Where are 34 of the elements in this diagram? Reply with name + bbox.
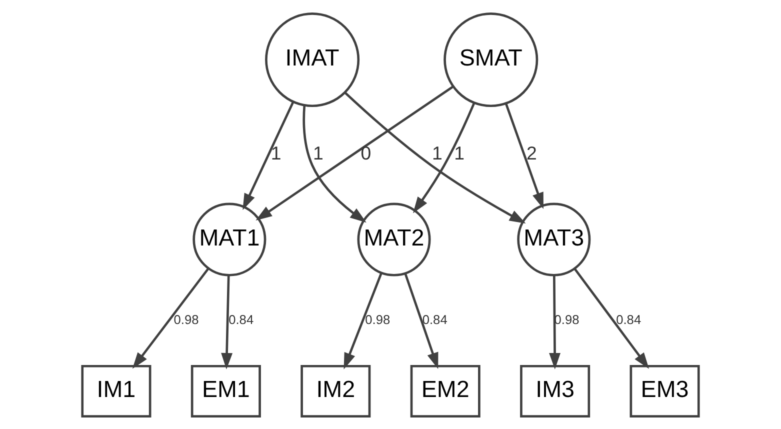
node-box: IM1 [81, 364, 152, 417]
node-circle: IMAT [265, 12, 360, 107]
arrow [256, 85, 454, 220]
node-box: IM2 [300, 364, 371, 417]
edge-label: 1 [454, 142, 465, 163]
edge-label: 0.84 [616, 311, 642, 326]
arrow [413, 102, 476, 213]
edge-label: 1 [432, 142, 442, 163]
node-circle: MAT3 [517, 202, 591, 276]
edge-label: 0 [360, 142, 372, 163]
node-circle: MAT1 [192, 202, 266, 276]
arrow [302, 104, 366, 222]
arrow [504, 102, 544, 208]
edge-label: 1 [312, 142, 324, 163]
arrow [344, 91, 526, 224]
edge-label: 0.84 [422, 311, 448, 326]
node-circle: MAT2 [357, 202, 431, 276]
edge-label: 0.98 [174, 311, 199, 326]
arrow [132, 267, 210, 368]
arrow [574, 268, 650, 368]
node-box: IM3 [520, 364, 590, 417]
arrow [221, 274, 233, 369]
arrow [242, 101, 294, 210]
edge-label: 1 [270, 142, 282, 163]
arrow [344, 272, 382, 369]
edge-label: 0.84 [228, 311, 254, 326]
edge-label: 2 [526, 142, 537, 163]
node-box: EM3 [630, 364, 700, 417]
node-box: EM1 [190, 364, 261, 417]
edge-label: 0.98 [365, 311, 390, 326]
node-box: EM2 [410, 364, 480, 417]
node-circle: SMAT [444, 12, 538, 107]
arrow [549, 274, 560, 369]
arrow [404, 272, 438, 369]
